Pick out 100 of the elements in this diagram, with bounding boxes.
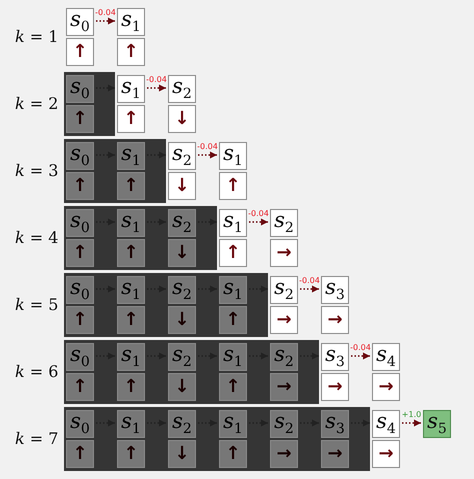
action-box: ↓ (168, 172, 196, 200)
action-box: ↓ (168, 239, 196, 267)
action-box: → (321, 306, 349, 334)
action-box: ↑ (219, 373, 247, 401)
shaded-panel (64, 139, 166, 203)
state-box: s$_{0}$ (66, 209, 94, 237)
action-box: ↑ (117, 172, 145, 200)
action-box: ↑ (117, 306, 145, 334)
action-box: → (321, 440, 349, 468)
action-box: → (270, 239, 298, 267)
reward-label: +1.0 (402, 410, 422, 419)
action-box: ↓ (168, 105, 196, 133)
transition-arrow (402, 420, 421, 426)
shaded-panel (64, 273, 268, 337)
action-box: → (372, 373, 400, 401)
reward-label: -0.04 (197, 142, 218, 151)
state-box: s$_{1}$ (117, 209, 145, 237)
action-box: ↑ (66, 239, 94, 267)
state-box: s$_{2}$ (168, 343, 196, 371)
state-box: s$_{2}$ (168, 410, 196, 438)
transition-arrow (96, 84, 115, 92)
row-label: k = 4 (15, 228, 58, 248)
state-box: s$_{1}$ (117, 8, 145, 36)
transition-arrow (96, 18, 115, 24)
state-box: s$_{2}$ (168, 276, 196, 304)
reward-label: -0.04 (350, 343, 371, 352)
state-box: s$_{1}$ (219, 410, 247, 438)
state-box: s$_{2}$ (168, 75, 196, 103)
action-box: → (372, 440, 400, 468)
state-box: s$_{0}$ (66, 343, 94, 371)
state-box: s$_{1}$ (219, 343, 247, 371)
state-box: s$_{4}$ (372, 410, 400, 438)
transition-arrow (198, 218, 217, 226)
state-box: s$_{1}$ (117, 276, 145, 304)
state-box: s$_{0}$ (66, 142, 94, 170)
shaded-panel (64, 72, 115, 136)
transition-arrow (249, 218, 268, 226)
action-box: ↑ (66, 105, 94, 133)
row-label: k = 5 (15, 295, 58, 315)
action-box: ↑ (117, 38, 145, 66)
reward-label: -0.04 (248, 209, 269, 218)
shaded-panel (64, 206, 217, 270)
state-box: s$_{1}$ (219, 209, 247, 237)
goal-state-box: s$_{5}$ (423, 410, 451, 438)
action-box: ↑ (66, 38, 94, 66)
state-box: s$_{3}$ (321, 410, 349, 438)
action-box: ↑ (219, 306, 247, 334)
action-box: → (270, 373, 298, 401)
reward-label: -0.04 (299, 276, 320, 285)
shaded-panel (64, 407, 370, 471)
action-box: ↑ (66, 306, 94, 334)
action-box: ↓ (168, 440, 196, 468)
state-box: s$_{2}$ (168, 142, 196, 170)
state-box: s$_{2}$ (270, 276, 298, 304)
state-box: s$_{1}$ (117, 75, 145, 103)
row-label: k = 7 (15, 429, 58, 449)
state-box: s$_{0}$ (66, 410, 94, 438)
action-box: ↑ (219, 172, 247, 200)
action-box: → (270, 306, 298, 334)
state-box: s$_{3}$ (321, 343, 349, 371)
state-box: s$_{1}$ (117, 343, 145, 371)
state-box: s$_{3}$ (321, 276, 349, 304)
transition-arrow (351, 352, 370, 360)
action-box: ↑ (66, 373, 94, 401)
state-box: s$_{2}$ (270, 343, 298, 371)
action-box: ↑ (219, 440, 247, 468)
action-box: ↓ (168, 373, 196, 401)
transition-arrow (198, 152, 217, 158)
row-label: k = 6 (15, 362, 58, 382)
state-box: s$_{1}$ (219, 142, 247, 170)
transition-arrow (351, 420, 370, 426)
state-box: s$_{0}$ (66, 276, 94, 304)
row-label: k = 2 (15, 94, 58, 114)
action-box: ↑ (117, 373, 145, 401)
action-box: ↑ (66, 172, 94, 200)
action-box: ↑ (117, 440, 145, 468)
state-box: s$_{0}$ (66, 8, 94, 36)
reward-label: -0.04 (146, 75, 167, 84)
shaded-panel (64, 340, 319, 404)
state-box: s$_{1}$ (117, 410, 145, 438)
action-box: → (270, 440, 298, 468)
reward-label: -0.04 (95, 8, 116, 17)
action-box: ↓ (168, 306, 196, 334)
action-box: ↑ (117, 239, 145, 267)
row-label: k = 3 (15, 161, 58, 181)
action-box: ↑ (117, 105, 145, 133)
row-label: k = 1 (15, 27, 58, 47)
state-box: s$_{1}$ (219, 276, 247, 304)
state-box: s$_{0}$ (66, 75, 94, 103)
transition-arrow (147, 152, 166, 158)
state-box: s$_{4}$ (372, 343, 400, 371)
state-box: s$_{2}$ (270, 410, 298, 438)
state-box: s$_{2}$ (168, 209, 196, 237)
transition-arrow (300, 352, 319, 360)
transition-arrow (300, 286, 319, 292)
action-box: ↑ (219, 239, 247, 267)
transition-arrow (147, 84, 166, 92)
transition-arrow (249, 286, 268, 292)
action-box: → (321, 373, 349, 401)
action-box: ↑ (66, 440, 94, 468)
